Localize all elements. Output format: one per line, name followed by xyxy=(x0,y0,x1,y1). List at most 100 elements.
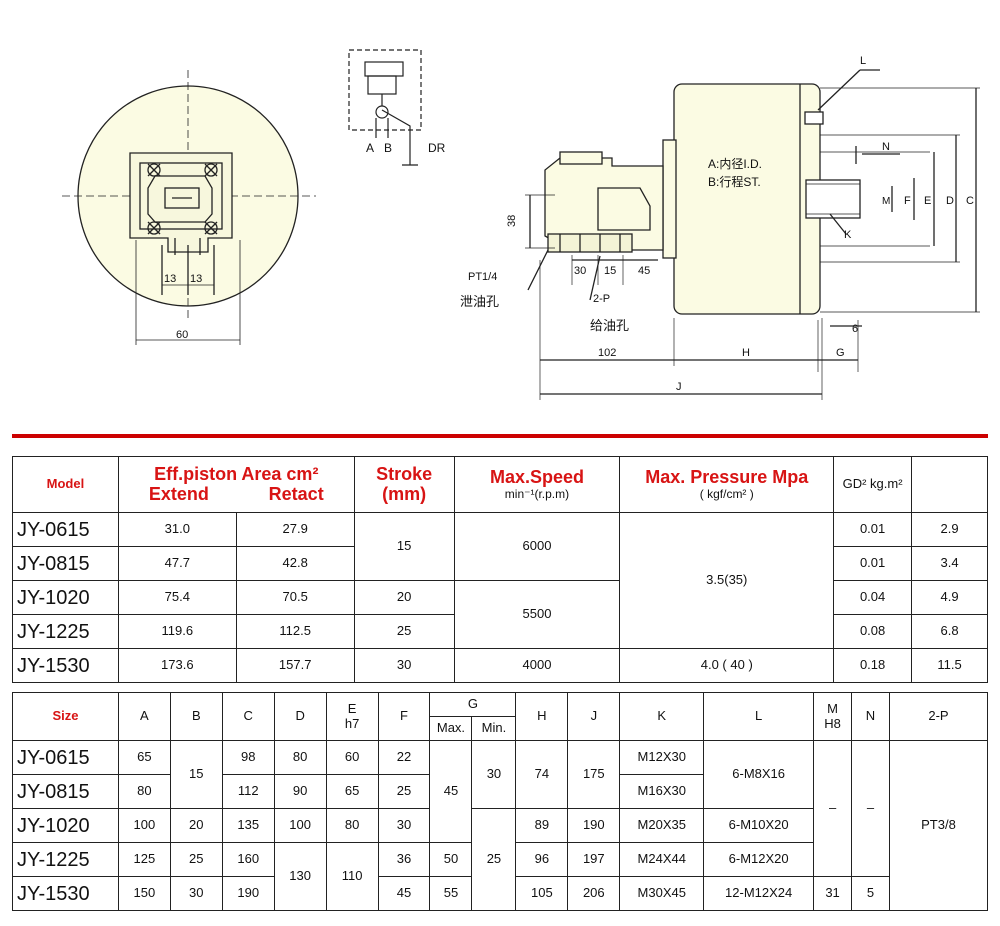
header-gd: GD² kg.m² xyxy=(833,456,913,513)
header-speed-unit: min⁻¹(r.p.m) xyxy=(504,486,570,501)
last-cell: 3.4 xyxy=(911,546,988,581)
header-2P: 2-P xyxy=(888,692,989,741)
header-C: C xyxy=(221,692,275,741)
dim-60: 60 xyxy=(176,329,188,341)
E-cell: 65 xyxy=(325,774,379,809)
C-cell: 190 xyxy=(221,876,275,911)
D-cell: 80 xyxy=(273,740,327,775)
G-min-cell: 25 xyxy=(471,808,517,911)
header-G-max: Max. xyxy=(429,716,473,741)
header-area: Eff.piston Area cm² Extend Retact xyxy=(117,456,355,513)
two-p-label: 2-P xyxy=(593,293,610,305)
pt14-label: PT1/4 xyxy=(468,271,497,283)
gd-cell: 0.08 xyxy=(833,614,913,649)
header-area-title: Eff.piston Area cm² xyxy=(154,463,319,484)
E-cell: 60 xyxy=(325,740,379,775)
dimension-table: Size A B C D E h7 F G H J K L M H8 N 2-P… xyxy=(12,692,989,911)
model-cell: JY-0815 xyxy=(12,774,119,809)
B-cell: 20 xyxy=(169,808,223,843)
feed-hole-label: 给油孔 xyxy=(590,318,629,333)
last-cell: 4.9 xyxy=(911,580,988,615)
dim-E: E xyxy=(924,195,931,207)
last-cell: 11.5 xyxy=(911,648,988,683)
model-cell: JY-1020 xyxy=(12,580,119,615)
N-cell: – xyxy=(851,740,890,877)
table-row: JY-1530 150 30 190 45 55 105 206 M30X45 … xyxy=(12,876,988,911)
A-cell: 150 xyxy=(117,876,171,911)
label-B: B xyxy=(384,141,392,155)
dim-J: J xyxy=(676,381,682,393)
hydraulic-symbol xyxy=(348,49,422,166)
label-DR: DR xyxy=(428,141,446,155)
table-row: JY-0815 80 112 90 65 25 M16X30 xyxy=(12,774,988,809)
pressure-cell: 4.0 ( 40 ) xyxy=(619,648,835,683)
header-K: K xyxy=(619,692,705,741)
header-pressure-unit: ( kgf/cm² ) xyxy=(699,486,754,501)
K-cell: M24X44 xyxy=(619,842,705,877)
H-cell: 74 xyxy=(515,740,569,809)
header-extend: Extend xyxy=(148,483,209,504)
dim-F: F xyxy=(904,195,911,207)
extend-cell: 119.6 xyxy=(117,614,237,649)
L-cell: 6-M12X20 xyxy=(703,842,815,877)
model-cell: JY-0615 xyxy=(12,512,119,547)
header-N: N xyxy=(851,692,890,741)
speed-cell: 4000 xyxy=(453,648,621,683)
K-cell: M12X30 xyxy=(619,740,705,775)
header-speed: Max.Speed min⁻¹(r.p.m) xyxy=(453,456,621,513)
header-E-tol: h7 xyxy=(344,715,360,731)
gd-cell: 0.18 xyxy=(833,648,913,683)
label-A: A xyxy=(366,141,374,155)
dim-102: 102 xyxy=(598,347,616,359)
stroke-cell: 20 xyxy=(353,580,455,615)
gd-cell: 0.01 xyxy=(833,512,913,547)
A-cell: 80 xyxy=(117,774,171,809)
dim-45: 45 xyxy=(638,265,650,277)
header-stroke: Stroke (mm) xyxy=(353,456,455,513)
table-row: JY-0615 31.0 27.9 15 6000 3.5(35) 0.01 2… xyxy=(12,512,988,649)
model-cell: JY-0815 xyxy=(12,546,119,581)
header-M: M H8 xyxy=(813,692,853,741)
G-min-cell: 30 xyxy=(471,740,517,809)
header-H: H xyxy=(515,692,569,741)
N-cell: 5 xyxy=(851,876,890,911)
retact-cell: 112.5 xyxy=(235,614,355,649)
L-cell: 6-M10X20 xyxy=(703,808,815,843)
dim-L: L xyxy=(860,55,866,67)
header-size: Size xyxy=(12,692,119,741)
stroke-cell: 30 xyxy=(353,648,455,683)
C-cell: 135 xyxy=(221,808,275,843)
drain-hole-label: 泄油孔 xyxy=(460,294,499,309)
L-cell: 6-M8X16 xyxy=(703,740,815,809)
model-cell: JY-1020 xyxy=(12,808,119,843)
B-cell: 15 xyxy=(169,740,223,809)
model-cell: JY-1530 xyxy=(12,876,119,911)
2P-cell: PT3/8 xyxy=(888,740,989,911)
K-cell: M20X35 xyxy=(619,808,705,843)
header-B: B xyxy=(169,692,223,741)
retact-cell: 157.7 xyxy=(235,648,355,683)
M-cell: – xyxy=(813,740,853,877)
G-max-cell: 45 xyxy=(429,740,473,843)
model-cell: JY-1225 xyxy=(12,842,119,877)
A-cell: 100 xyxy=(117,808,171,843)
G-max-cell: 55 xyxy=(429,876,473,911)
J-cell: 175 xyxy=(567,740,621,809)
header-E: E h7 xyxy=(325,692,379,741)
extend-cell: 173.6 xyxy=(117,648,237,683)
table-row: JY-1020 100 20 135 100 80 30 25 89 190 M… xyxy=(12,808,988,911)
extend-cell: 75.4 xyxy=(117,580,237,615)
A-cell: 125 xyxy=(117,842,171,877)
F-cell: 45 xyxy=(377,876,431,911)
H-cell: 89 xyxy=(515,808,569,843)
D-cell: 100 xyxy=(273,808,327,843)
header-L: L xyxy=(703,692,815,741)
extend-cell: 31.0 xyxy=(117,512,237,547)
red-divider xyxy=(12,434,988,438)
header-M-title: M xyxy=(827,701,838,717)
B-cell: 25 xyxy=(169,842,223,877)
header-model: Model xyxy=(12,456,119,513)
H-cell: 96 xyxy=(515,842,569,877)
J-cell: 197 xyxy=(567,842,621,877)
table-row: JY-0815 47.7 42.8 0.01 3.4 xyxy=(12,546,988,581)
